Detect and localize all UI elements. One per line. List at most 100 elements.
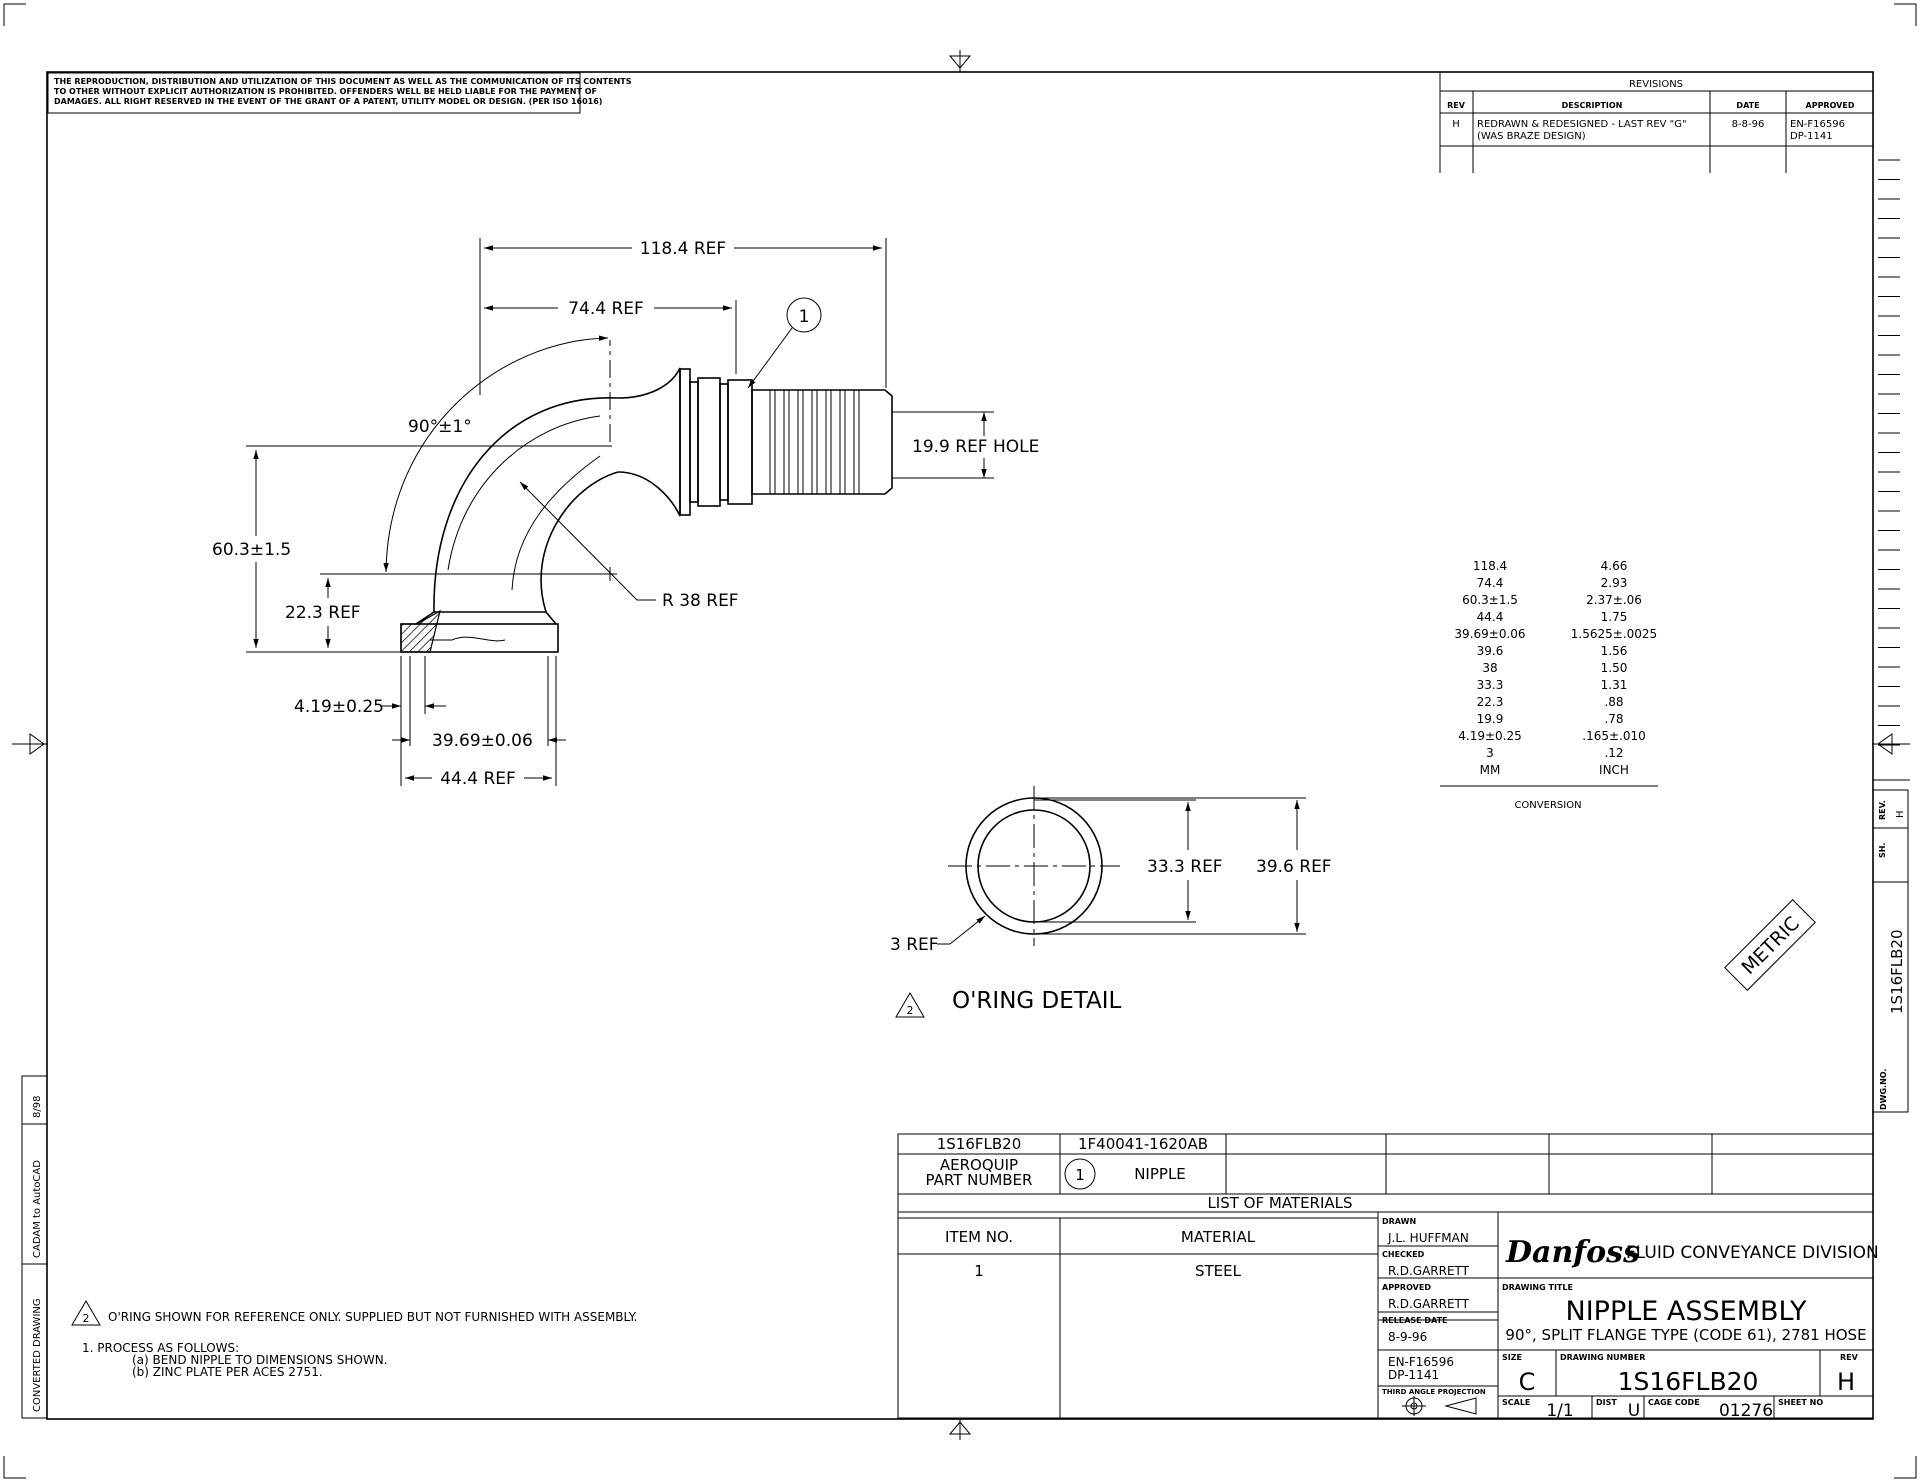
svg-text:SCALE: SCALE <box>1502 1398 1530 1407</box>
svg-text:EN-F16596: EN-F16596 <box>1790 119 1845 130</box>
division-name: FLUID CONVEYANCE DIVISION <box>1626 1243 1879 1263</box>
assembly-part-number: 1S16FLB20 <box>937 1135 1022 1153</box>
dim-bend-height: 60.3±1.5 <box>212 540 291 560</box>
svg-text:.165±.010: .165±.010 <box>1582 729 1646 743</box>
note-oring: O'RING SHOWN FOR REFERENCE ONLY. SUPPLIE… <box>108 1310 637 1324</box>
oring-detail: 33.3 REF 39.6 REF 3 REF 2 O'RING DETAIL <box>890 786 1332 1018</box>
conversion-row: 33.3 1.31 <box>1477 678 1628 692</box>
svg-text:3: 3 <box>1486 746 1494 760</box>
svg-text:1.31: 1.31 <box>1601 678 1628 692</box>
svg-text:METRIC: METRIC <box>1737 912 1804 979</box>
release-date: 8-9-96 <box>1388 1330 1427 1344</box>
dim-flange-height: 22.3 REF <box>285 603 361 623</box>
item-name: NIPPLE <box>1134 1165 1186 1183</box>
frame-edge-ticks <box>1878 159 1900 746</box>
svg-text:39.69±0.06: 39.69±0.06 <box>1454 627 1525 641</box>
centering-marks <box>12 50 1910 1440</box>
svg-text:.88: .88 <box>1604 695 1623 709</box>
svg-text:DESCRIPTION: DESCRIPTION <box>1562 101 1623 110</box>
dim-flange-width: 44.4 REF <box>440 769 516 789</box>
conversion-row: 39.69±0.06 1.5625±.0025 <box>1454 627 1657 641</box>
svg-text:.12: .12 <box>1604 746 1623 760</box>
drawing-number: 1S16FLB20 <box>1618 1367 1759 1396</box>
third-angle-projection-icon <box>1402 1396 1477 1416</box>
dim-oring-groove: 4.19±0.25 <box>294 697 384 717</box>
svg-text:EN-F16596: EN-F16596 <box>1388 1355 1454 1369</box>
svg-text:THE REPRODUCTION, DISTRIBUTION: THE REPRODUCTION, DISTRIBUTION AND UTILI… <box>54 77 632 86</box>
svg-text:ITEM NO.: ITEM NO. <box>945 1228 1013 1246</box>
svg-text:RELEASE DATE: RELEASE DATE <box>1382 1316 1448 1325</box>
svg-text:REV: REV <box>1447 101 1466 110</box>
svg-text:DRAWING NUMBER: DRAWING NUMBER <box>1560 1353 1645 1362</box>
conversion-row: 22.3 .88 <box>1477 695 1624 709</box>
side-dwg-number: 1S16FLB20 <box>1888 929 1906 1014</box>
left-conversion-strip: 8/98 CADAM to AutoCAD CONVERTED DRAWING <box>21 1075 48 1419</box>
dim-overall-length: 118.4 REF <box>640 239 726 259</box>
svg-text:CADAM to AutoCAD: CADAM to AutoCAD <box>32 1160 43 1258</box>
dim-oring-od: 39.6 REF <box>1256 857 1332 877</box>
checked-by: R.D.GARRETT <box>1388 1264 1470 1278</box>
svg-text:1.5625±.0025: 1.5625±.0025 <box>1571 627 1657 641</box>
svg-text:DP-1141: DP-1141 <box>1388 1368 1439 1382</box>
dim-bend-radius: R 38 REF <box>662 591 739 611</box>
dim-oring-id: 33.3 REF <box>1147 857 1223 877</box>
svg-text:REDRAWN & REDESIGNED - LAST RE: REDRAWN & REDESIGNED - LAST REV "G" <box>1477 119 1687 130</box>
svg-text:SHEET NO: SHEET NO <box>1778 1398 1823 1407</box>
svg-text:H: H <box>1452 119 1460 130</box>
svg-text:APPROVED: APPROVED <box>1806 101 1855 110</box>
svg-text:MM: MM <box>1480 763 1501 777</box>
svg-text:2: 2 <box>907 1004 914 1017</box>
dim-hole: 19.9 REF HOLE <box>912 437 1039 457</box>
svg-text:SIZE: SIZE <box>1502 1353 1522 1362</box>
note-process-a: (a) BEND NIPPLE TO DIMENSIONS SHOWN. <box>132 1353 387 1367</box>
svg-text:2: 2 <box>83 1312 90 1325</box>
svg-text:AEROQUIP: AEROQUIP <box>940 1156 1018 1174</box>
dim-bead-location: 74.4 REF <box>568 299 644 319</box>
svg-text:44.4: 44.4 <box>1477 610 1504 624</box>
note-triangle-2 <box>895 992 925 1018</box>
revision-letter: H <box>1837 1368 1855 1396</box>
svg-text:DWG.NO.: DWG.NO. <box>1879 1069 1888 1110</box>
svg-text:8/98: 8/98 <box>32 1096 43 1118</box>
sheet-size: C <box>1519 1368 1536 1396</box>
svg-text:2.93: 2.93 <box>1601 576 1628 590</box>
drawn-by: J.L. HUFFMAN <box>1387 1231 1469 1245</box>
material-name: STEEL <box>1195 1262 1242 1280</box>
revision-row: H REDRAWN & REDESIGNED - LAST REV "G" (W… <box>1452 119 1845 142</box>
conversion-label: CONVERSION <box>1514 800 1581 811</box>
material-item: 1 <box>974 1262 984 1280</box>
dim-bend-angle: 90°±1° <box>408 417 472 437</box>
svg-text:74.4: 74.4 <box>1477 576 1504 590</box>
svg-text:CAGE CODE: CAGE CODE <box>1648 1398 1700 1407</box>
svg-text:19.9: 19.9 <box>1477 712 1504 726</box>
svg-text:CONVERTED DRAWING: CONVERTED DRAWING <box>32 1298 43 1412</box>
svg-text:PART NUMBER: PART NUMBER <box>926 1171 1033 1189</box>
nipple-elbow-view: 1 <box>400 297 893 653</box>
svg-text:REV.: REV. <box>1878 800 1887 820</box>
svg-text:DRAWING TITLE: DRAWING TITLE <box>1502 1283 1573 1292</box>
svg-text:DIST: DIST <box>1596 1398 1617 1407</box>
svg-text:REV: REV <box>1840 1353 1859 1362</box>
svg-text:33.3: 33.3 <box>1477 678 1504 692</box>
svg-text:22.3: 22.3 <box>1477 695 1504 709</box>
svg-text:DAMAGES. ALL RIGHT RESERVED IN: DAMAGES. ALL RIGHT RESERVED IN THE EVENT… <box>54 97 602 106</box>
svg-text:4.66: 4.66 <box>1601 559 1628 573</box>
dim-oring-section: 3 REF <box>890 935 939 955</box>
svg-text:CHECKED: CHECKED <box>1382 1250 1425 1259</box>
drawing-frame <box>46 71 1874 1420</box>
component-part-number: 1F40041-1620AB <box>1078 1135 1208 1153</box>
svg-text:1: 1 <box>799 307 810 327</box>
hose-barb <box>751 389 893 495</box>
approved-by: R.D.GARRETT <box>1388 1297 1470 1311</box>
svg-text:4.19±0.25: 4.19±0.25 <box>1458 729 1522 743</box>
note-process-b: (b) ZINC PLATE PER ACES 2751. <box>132 1365 323 1379</box>
drawing-scale: 1/1 <box>1546 1401 1573 1421</box>
revisions-title: REVISIONS <box>1629 79 1683 90</box>
svg-text:38: 38 <box>1482 661 1497 675</box>
